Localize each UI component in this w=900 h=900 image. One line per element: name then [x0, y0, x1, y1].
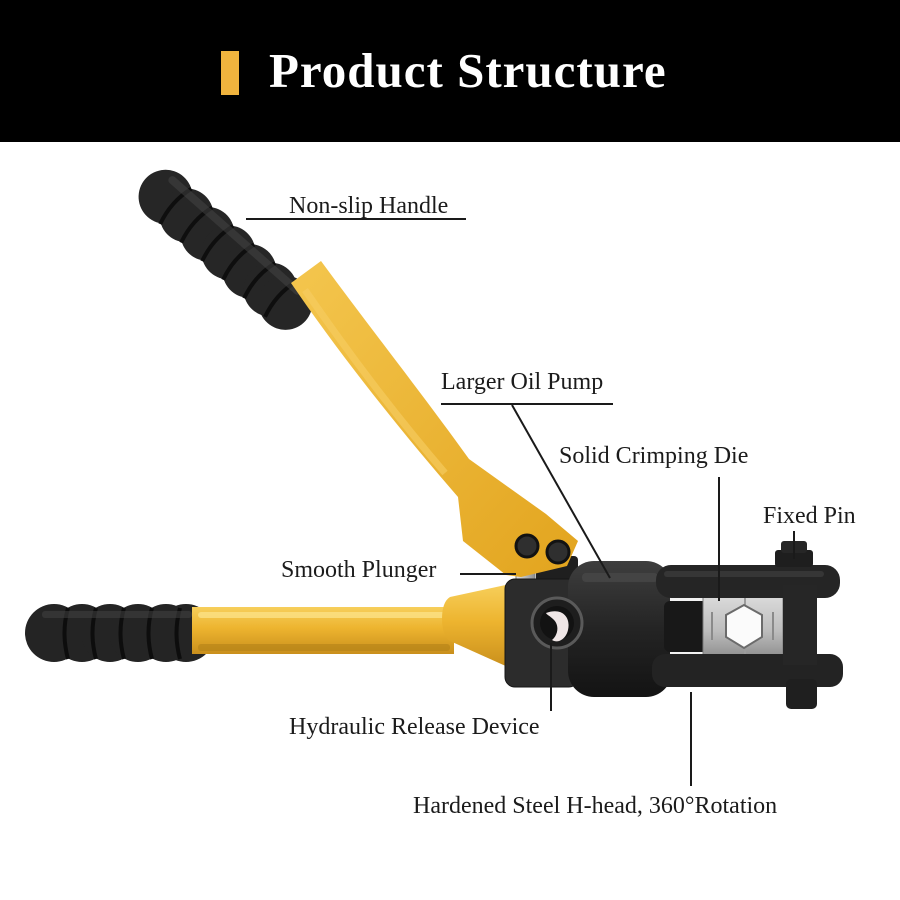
- label-smooth-plunger: Smooth Plunger: [281, 557, 437, 583]
- label-hydraulic-release-device: Hydraulic Release Device: [289, 714, 540, 740]
- header-band: Product Structure: [0, 0, 900, 142]
- title-accent-bar: [221, 51, 239, 95]
- dial-crescent: [546, 611, 569, 642]
- oil-pump-body: [568, 561, 672, 697]
- grip-highlight: [42, 611, 192, 618]
- head-right-post: [783, 585, 817, 665]
- lower-handle-grip: [25, 604, 215, 662]
- head-bottom-lug: [786, 679, 817, 709]
- lower-handle-tube: [192, 607, 454, 654]
- label-fixed-pin: Fixed Pin: [763, 503, 856, 529]
- pivot-rivet: [545, 539, 571, 565]
- label-non-slip-handle: Non-slip Handle: [289, 193, 449, 219]
- leader-lines: [246, 218, 795, 786]
- leader-larger-oil-pump: [511, 404, 611, 579]
- label-solid-crimping-die: Solid Crimping Die: [559, 443, 749, 469]
- page-title: Product Structure: [269, 43, 667, 98]
- pivot-rivet: [514, 533, 540, 559]
- tube-shadow: [198, 644, 450, 651]
- label-larger-oil-pump: Larger Oil Pump: [441, 369, 604, 395]
- cylinder-cone: [442, 584, 510, 668]
- head-ram: [664, 601, 708, 652]
- head-highlight: [664, 571, 824, 577]
- pump-highlight: [582, 573, 658, 582]
- arm-highlight: [302, 288, 448, 476]
- solid-crimping-die-part: [702, 591, 784, 658]
- hydraulic-release-dial: [530, 596, 584, 650]
- upper-handle-grip: [138, 169, 313, 330]
- die-hex-opening: [725, 603, 763, 650]
- tube-highlight: [198, 612, 450, 618]
- label-hardened-steel-h-head: Hardened Steel H-head, 360°Rotation: [413, 793, 778, 819]
- upper-handle-arm: [291, 261, 578, 577]
- grip-highlight: [168, 176, 302, 295]
